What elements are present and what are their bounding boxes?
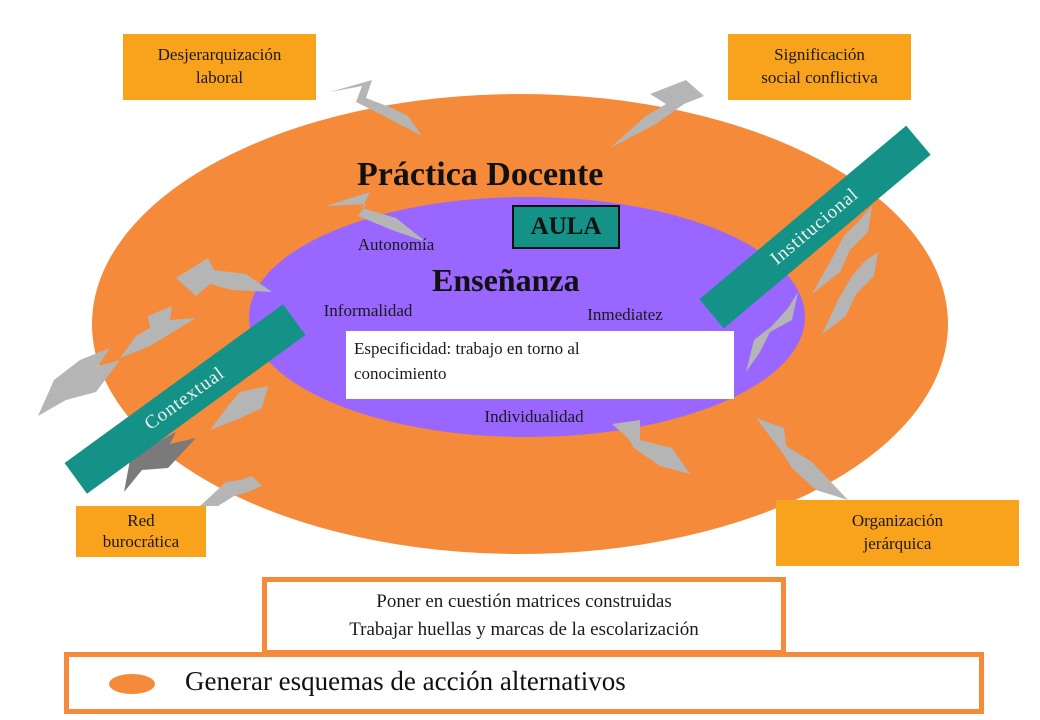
corner-box-significacion-line1: Significación xyxy=(774,45,865,65)
corner-box-significacion: Significación social conflictiva xyxy=(728,34,911,100)
bottom-proposals-box: Poner en cuestión matrices construidas T… xyxy=(262,577,786,655)
bottom-proposals-line2: Trabajar huellas y marcas de la escolari… xyxy=(349,619,699,640)
especificidad-line1: Especificidad: trabajo en torno al xyxy=(354,339,580,358)
label-autonomia: Autonomía xyxy=(357,235,435,254)
bolt-far-left-icon xyxy=(38,348,120,416)
label-informalidad: Informalidad xyxy=(323,301,413,320)
especificidad-line2: conocimiento xyxy=(354,363,447,383)
corner-box-desjerarquizacion: Desjerarquización laboral xyxy=(123,34,316,100)
practica-docente-title: Práctica Docente xyxy=(357,156,604,193)
label-individualidad: Individualidad xyxy=(484,407,584,426)
bolt-right-middle-icon xyxy=(822,252,878,334)
bolt-center-left-icon xyxy=(326,192,426,242)
lightning-bolts xyxy=(38,80,878,506)
corner-box-desjerarquizacion-line1: Desjerarquización xyxy=(157,45,282,65)
corner-box-significacion-line2: social conflictiva xyxy=(761,68,878,87)
bolt-right-lower-icon xyxy=(746,292,798,372)
orange-oval-bullet-icon xyxy=(109,674,155,694)
bolt-top-left-icon xyxy=(330,80,422,136)
bolt-bottom-center-icon xyxy=(612,420,690,474)
bolt-right-upper-icon xyxy=(812,206,872,294)
label-inmediatez: Inmediatez xyxy=(587,305,663,324)
bolt-contextual-icon xyxy=(210,386,268,430)
action-text: Generar esquemas de acción alternativos xyxy=(185,666,626,696)
bolt-bottom-right-icon xyxy=(756,418,848,500)
corner-box-organizacion-line2: jerárquica xyxy=(863,534,932,553)
bolt-bottom-left-icon xyxy=(200,476,262,506)
corner-box-red-line1: Red xyxy=(127,511,155,531)
bolt-top-right-icon xyxy=(610,80,704,148)
corner-box-organizacion-line1: Organización xyxy=(851,511,944,531)
corner-box-organizacion: Organización jerárquica xyxy=(776,500,1019,566)
corner-box-desjerarquizacion-line2: laboral xyxy=(195,68,244,87)
ensenanza-title: Enseñanza xyxy=(432,262,580,298)
especificidad-box: Especificidad: trabajo en torno al conoc… xyxy=(346,331,734,399)
bolt-left-lower-icon xyxy=(120,306,196,358)
bolt-dark-left-icon xyxy=(124,432,196,492)
bottom-proposals-line1: Poner en cuestión matrices construidas xyxy=(376,591,672,613)
aula-box: AULA xyxy=(512,205,620,249)
corner-box-red-line2: burocrática xyxy=(102,531,180,551)
bolt-left-icon xyxy=(176,258,272,296)
corner-box-red-burocratica: Red burocrática xyxy=(76,506,206,557)
action-box: Generar esquemas de acción alternativos xyxy=(64,652,984,714)
